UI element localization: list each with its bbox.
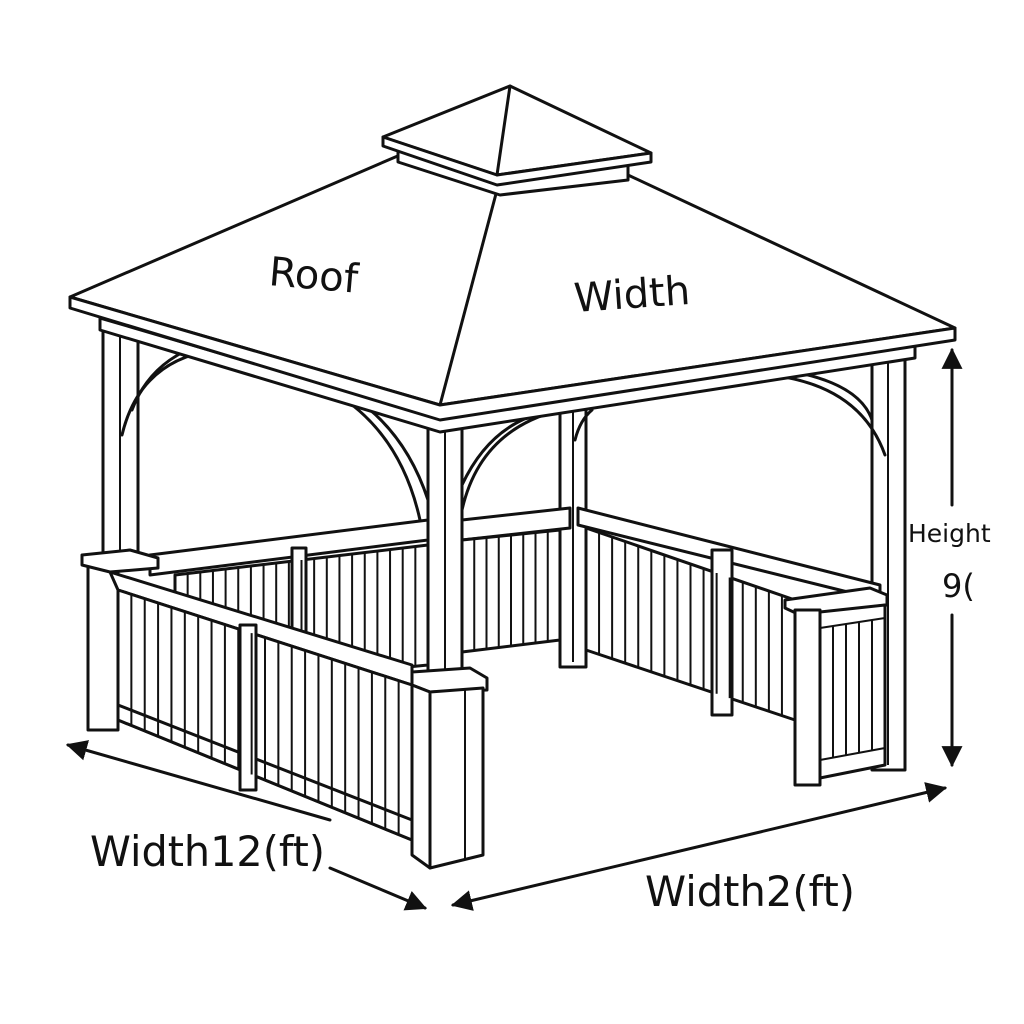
front-left-railing (80, 548, 414, 842)
back-middle-railing (460, 506, 572, 654)
back-middle-post (558, 403, 588, 669)
front-corner-base (410, 666, 489, 870)
back-left-post (101, 318, 140, 562)
width2-dimension-arrow (450, 782, 948, 911)
width1-label: Width12(ft) (90, 827, 325, 876)
roof-width-label: Width (572, 268, 691, 322)
roof (68, 153, 957, 434)
right-corner-base (783, 586, 889, 787)
width1-dimension-arrow (65, 740, 427, 911)
roof-label: Roof (267, 249, 361, 303)
width2-label: Width2(ft) (645, 867, 855, 916)
right-railing (576, 506, 882, 722)
front-corner-post (426, 413, 464, 677)
height-value: 9( (942, 567, 975, 605)
cupola (381, 84, 653, 197)
height-label: Height (908, 519, 991, 548)
